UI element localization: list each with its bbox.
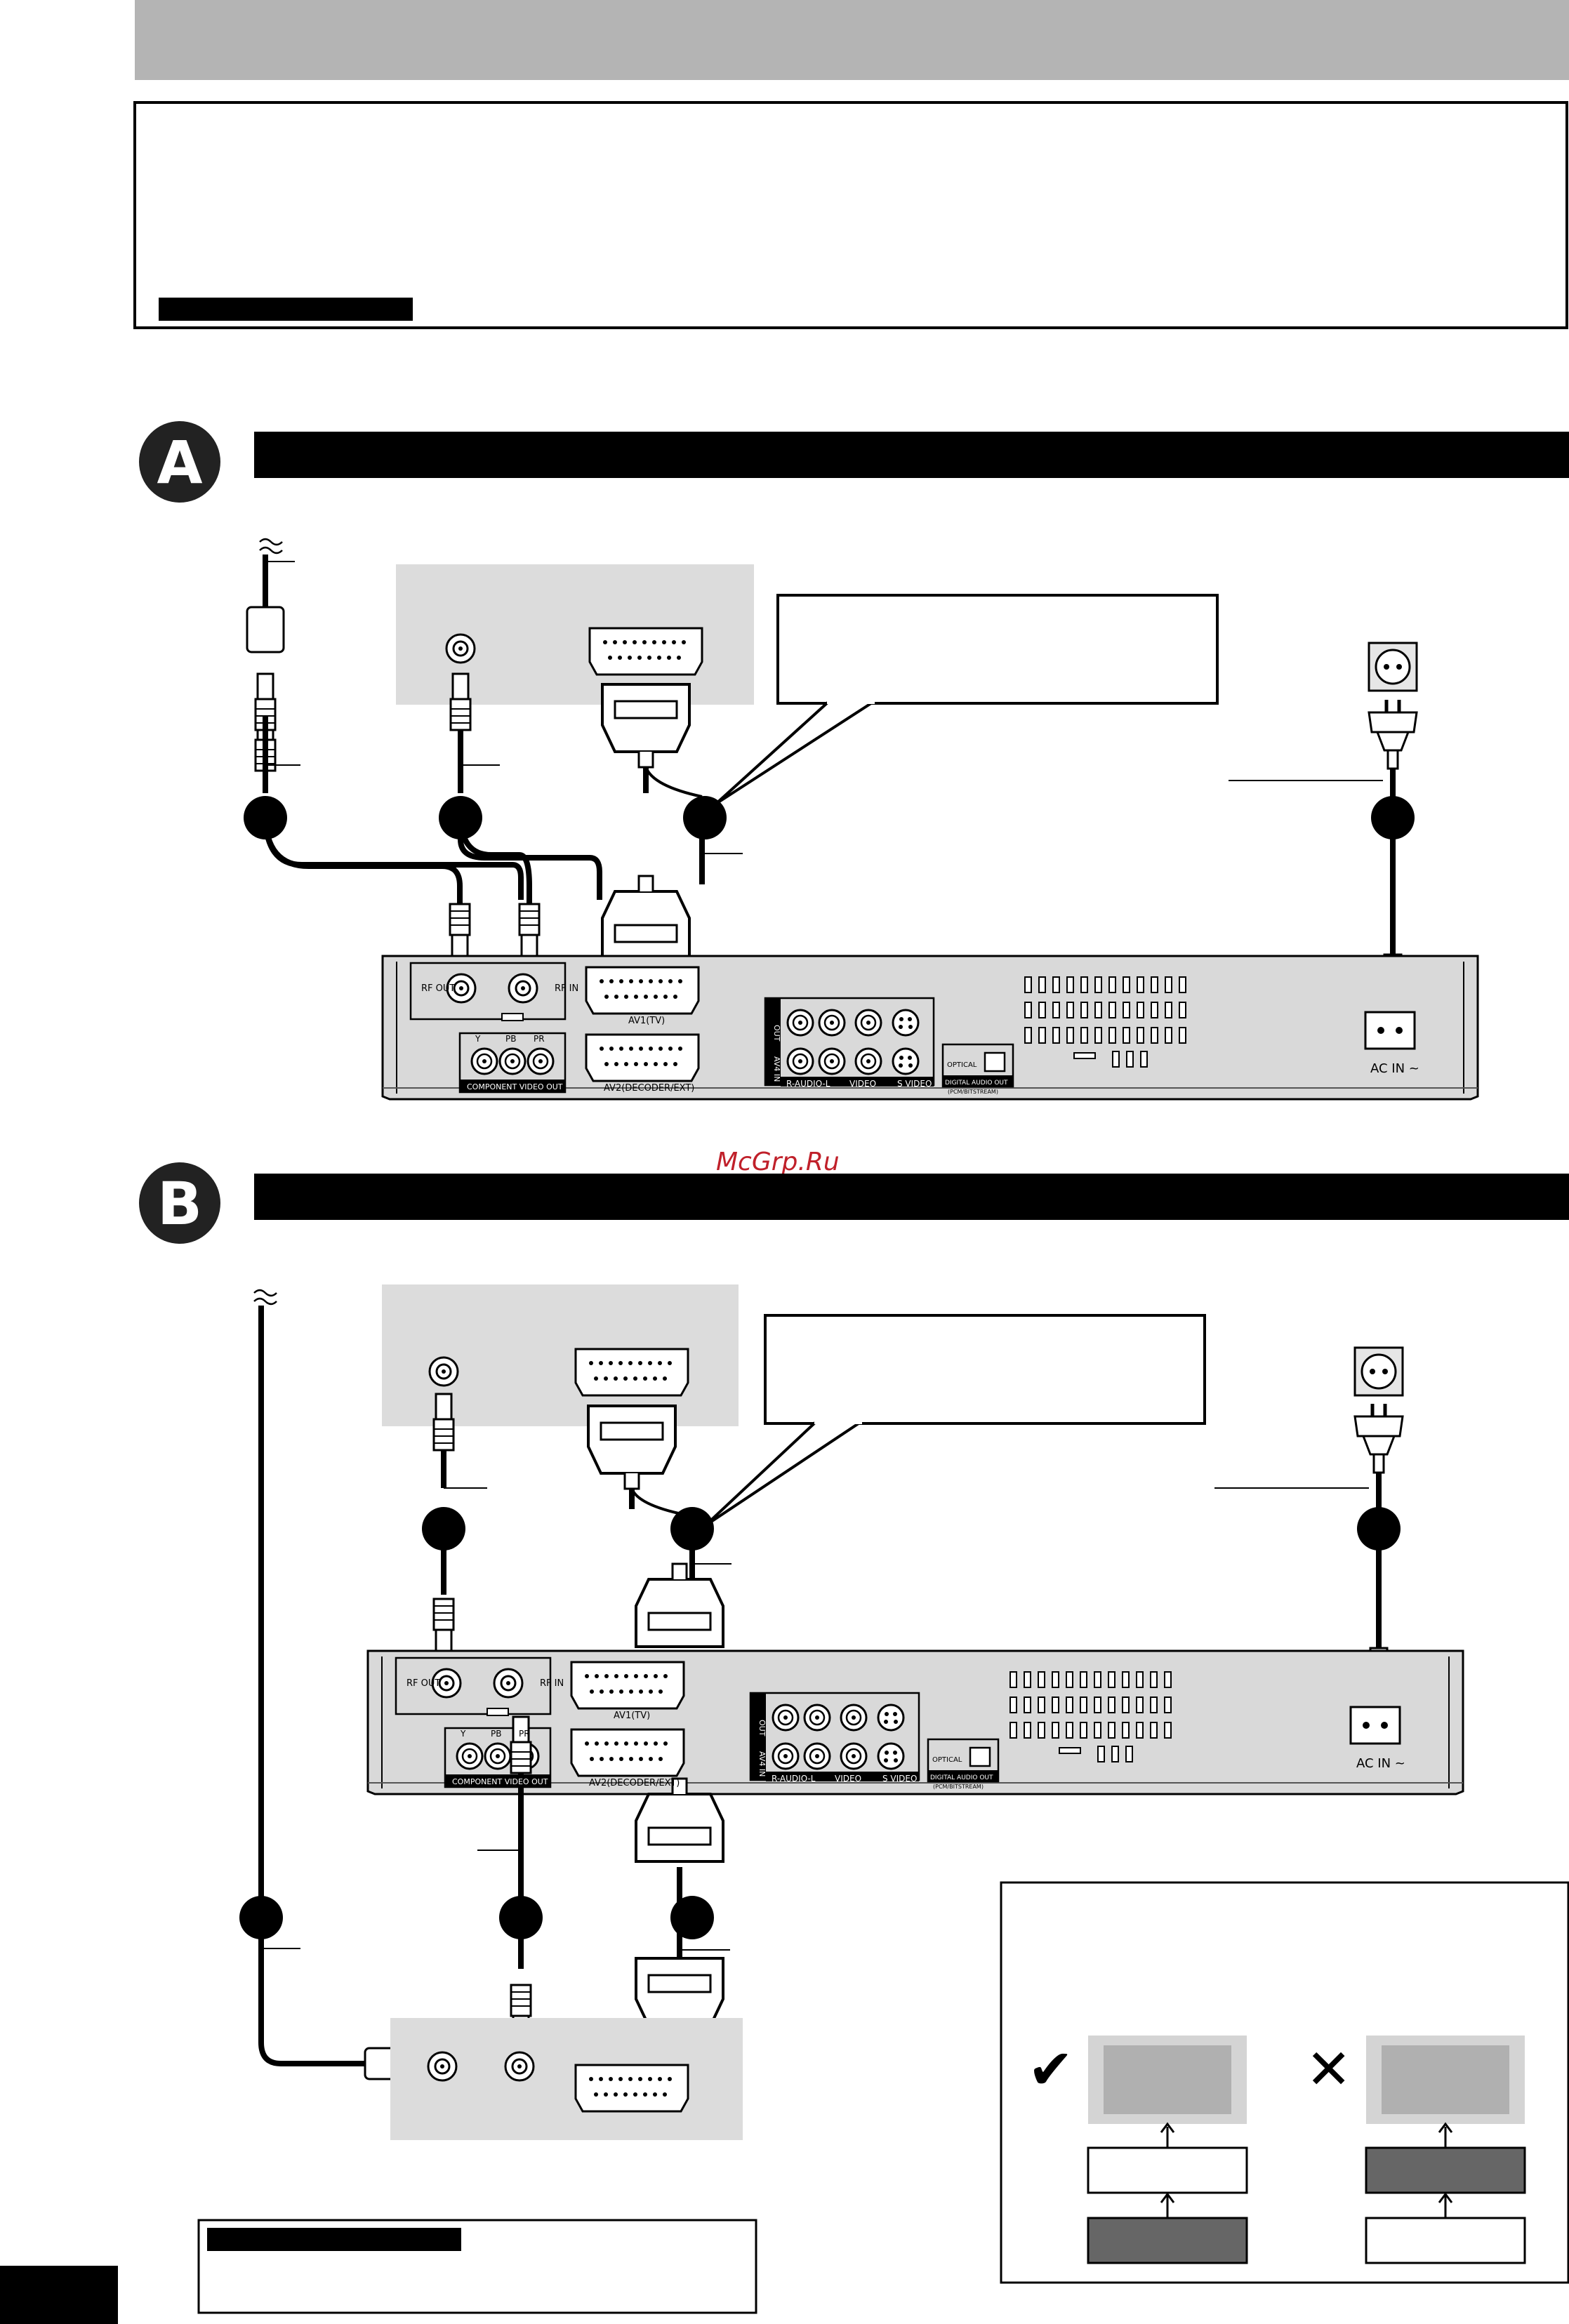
rf-out-label-b: RF OUT	[406, 1678, 440, 1689]
callout-a	[776, 594, 1219, 705]
s-video-label-b: S VIDEO	[882, 1774, 917, 1784]
section-b-badge	[139, 1162, 220, 1244]
ok-mark: ✔	[1028, 2038, 1073, 2101]
ok-recorder-box	[1087, 2146, 1248, 2194]
legend-box: ✔ ✕	[1000, 1881, 1569, 2284]
av4-in-label-a: AV4 IN	[772, 1056, 781, 1082]
av2-label-a: AV2(DECODER/EXT)	[604, 1083, 694, 1094]
ng-mark: ✕	[1306, 2038, 1351, 2101]
out-label-a: OUT	[772, 1025, 781, 1042]
page-header-bar	[135, 0, 1569, 80]
recorder-labels-a: RF OUT RF IN AV1(TV) AV2(DECODER/EXT) Y …	[421, 983, 1419, 1095]
component-out-label-b: COMPONENT VIDEO OUT	[452, 1777, 548, 1786]
section-a-title-bar	[254, 432, 1569, 478]
ok-decoder-box	[1087, 2217, 1248, 2264]
section-b: B	[139, 1162, 1569, 2140]
r-audio-l-label-a: R-AUDIO-L	[786, 1079, 830, 1089]
rf-in-label-a: RF IN	[555, 983, 578, 994]
ac-in-label-b: AC IN ~	[1356, 1756, 1405, 1771]
av4-in-label-b: AV4 IN	[757, 1751, 767, 1777]
ng-decoder-box	[1365, 2146, 1526, 2194]
ac-in-label-a: AC IN ~	[1370, 1061, 1419, 1076]
s-video-label-a: S VIDEO	[897, 1079, 932, 1089]
ng-recorder-box	[1365, 2217, 1526, 2264]
callout-b	[764, 1314, 1206, 1425]
optical-label-b: OPTICAL	[932, 1756, 962, 1764]
rf-in-label-b: RF IN	[540, 1678, 564, 1689]
note-box-heading-bar	[207, 2228, 461, 2251]
recorder-rear-panel-b	[368, 1651, 1463, 1794]
recorder-rear-panel-a	[383, 956, 1478, 1099]
section-b-badge-letter: B	[157, 1169, 202, 1238]
comp-y-label-a: Y	[475, 1034, 481, 1044]
component-out-label-a: COMPONENT VIDEO OUT	[467, 1082, 563, 1091]
pcm-bitstream-label-a: (PCM/BITSTREAM)	[948, 1089, 998, 1095]
digital-audio-out-label-b: DIGITAL AUDIO OUT	[930, 1774, 993, 1781]
recorder-labels-b: RF OUT RF IN AV1(TV) AV2(DECODER/EXT) Y …	[406, 1678, 1405, 1790]
comp-pb-label-b: PB	[491, 1729, 501, 1739]
digital-audio-out-label-a: DIGITAL AUDIO OUT	[945, 1080, 1008, 1087]
section-a-badge	[139, 421, 220, 503]
optical-label-a: OPTICAL	[947, 1061, 977, 1069]
av2-label-b: AV2(DECODER/EXT)	[589, 1778, 680, 1788]
intro-box-heading-bar	[159, 298, 413, 321]
pcm-bitstream-label-b: (PCM/BITSTREAM)	[933, 1784, 984, 1790]
section-a: A	[139, 421, 1569, 1099]
intro-box	[133, 101, 1568, 329]
page-number-tab	[0, 2266, 118, 2324]
watermark: McGrp.Ru	[716, 1148, 840, 1176]
r-audio-l-label-b: R-AUDIO-L	[772, 1774, 816, 1784]
video-label-b: VIDEO	[835, 1774, 861, 1784]
comp-pb-label-a: PB	[505, 1034, 516, 1044]
comp-pr-label-b: PR	[519, 1729, 530, 1739]
av1-label-b: AV1(TV)	[614, 1711, 650, 1721]
av1-label-a: AV1(TV)	[628, 1016, 665, 1026]
rf-out-label-a: RF OUT	[421, 983, 455, 994]
comp-y-label-b: Y	[460, 1729, 466, 1739]
out-label-b: OUT	[757, 1720, 767, 1737]
video-label-a: VIDEO	[849, 1079, 876, 1089]
comp-pr-label-a: PR	[534, 1034, 545, 1044]
section-b-title-bar	[254, 1174, 1569, 1220]
aerial-cable-a	[246, 538, 295, 772]
section-a-badge-letter: A	[157, 428, 202, 497]
